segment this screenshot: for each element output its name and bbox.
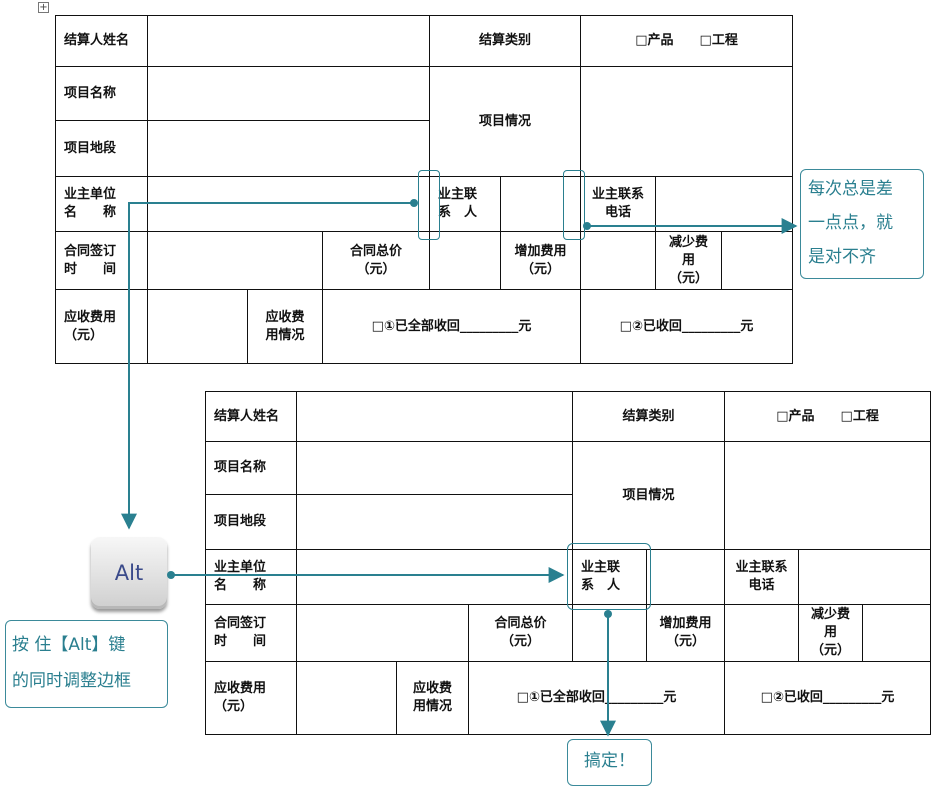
contract-date-cell[interactable] bbox=[147, 231, 323, 290]
settlement-table-top: 结算人姓名 结算类别 □产品 □工程 项目名称 项目情况 项目地段 业主单位名 … bbox=[55, 15, 794, 364]
type-options[interactable]: □产品 □工程 bbox=[580, 15, 794, 67]
owner-contact-cell[interactable] bbox=[500, 176, 582, 232]
misaligned-callout: 每次总是差 一点点，就 是对不齐 bbox=[800, 169, 924, 279]
owner-phone-label: 业主联系电话 bbox=[580, 176, 657, 232]
aligned-cell-highlight bbox=[567, 543, 651, 610]
receivable-label: 应收费用（元） bbox=[55, 289, 148, 364]
alt-key-icon: Alt bbox=[91, 537, 167, 609]
settlement-table-bottom: 结算人姓名 结算类别 □产品 □工程 项目名称 项目情况 项目地段 业主单位名 … bbox=[205, 391, 932, 735]
reduced-cost-cell[interactable] bbox=[721, 231, 794, 290]
recovered-part-cell[interactable]: □②已收回_________元 bbox=[580, 289, 794, 364]
owner-unit-label: 业主单位名 称 bbox=[205, 549, 297, 605]
table-move-anchor-icon[interactable]: + bbox=[38, 2, 49, 13]
owner-phone-cell[interactable] bbox=[798, 549, 932, 605]
recv-status-label: 应收费用情况 bbox=[396, 661, 469, 735]
name-cell[interactable] bbox=[295, 391, 574, 442]
receivable-cell[interactable] bbox=[147, 289, 248, 364]
alt-hint-callout: 按 住【Alt】键 的同时调整边框 bbox=[5, 620, 168, 708]
project-section-label: 项目地段 bbox=[205, 494, 297, 550]
type-options[interactable]: □产品 □工程 bbox=[724, 391, 932, 442]
recovered-all-cell[interactable]: □①已全部收回_________元 bbox=[467, 661, 726, 735]
project-name-cell[interactable] bbox=[146, 66, 431, 121]
reduced-cost-cell[interactable] bbox=[862, 604, 932, 662]
name-label: 结算人姓名 bbox=[205, 391, 297, 442]
owner-contact-label: 业主联系 人 bbox=[572, 549, 648, 605]
arrow-top-to-alt bbox=[121, 199, 418, 530]
name-label: 结算人姓名 bbox=[55, 15, 148, 67]
contract-total-label: 合同总价（元） bbox=[467, 604, 574, 662]
name-cell[interactable] bbox=[146, 15, 431, 67]
owner-phone-label: 业主联系电话 bbox=[724, 549, 800, 605]
recovered-part-cell[interactable]: □②已收回_________元 bbox=[724, 661, 932, 735]
project-section-label: 项目地段 bbox=[55, 120, 148, 177]
added-cost-label: 增加费用（元） bbox=[646, 604, 726, 662]
project-section-cell[interactable] bbox=[146, 120, 431, 177]
owner-unit-label: 业主单位名 称 bbox=[55, 176, 148, 232]
type-label: 结算类别 bbox=[572, 391, 726, 442]
project-name-label: 项目名称 bbox=[205, 441, 297, 495]
contract-total-cell[interactable] bbox=[429, 231, 502, 290]
done-callout: 搞定！ bbox=[567, 739, 652, 786]
misaligned-border-highlight-right bbox=[563, 170, 585, 240]
recovered-all-cell[interactable]: □①已全部收回_________元 bbox=[321, 289, 582, 364]
added-cost-cell[interactable] bbox=[724, 604, 800, 662]
reduced-cost-label: 减少费用（元） bbox=[798, 604, 864, 662]
project-status-cell[interactable] bbox=[724, 441, 932, 550]
added-cost-label: 增加费用（元） bbox=[500, 231, 582, 290]
arrow-cell-to-done bbox=[600, 610, 616, 737]
misaligned-border-highlight-left bbox=[418, 170, 440, 240]
project-status-label: 项目情况 bbox=[429, 66, 582, 177]
reduced-cost-label: 减少费用（元） bbox=[655, 231, 723, 290]
receivable-label: 应收费用（元） bbox=[205, 661, 297, 735]
arrow-alt-to-cell bbox=[167, 567, 565, 583]
owner-contact-label: 业主联系 人 bbox=[429, 176, 502, 232]
arrow-to-misaligned-callout bbox=[583, 218, 798, 234]
contract-date-label: 合同签订时 间 bbox=[205, 604, 297, 662]
project-status-label: 项目情况 bbox=[572, 441, 726, 550]
contract-total-label: 合同总价（元） bbox=[321, 231, 431, 290]
